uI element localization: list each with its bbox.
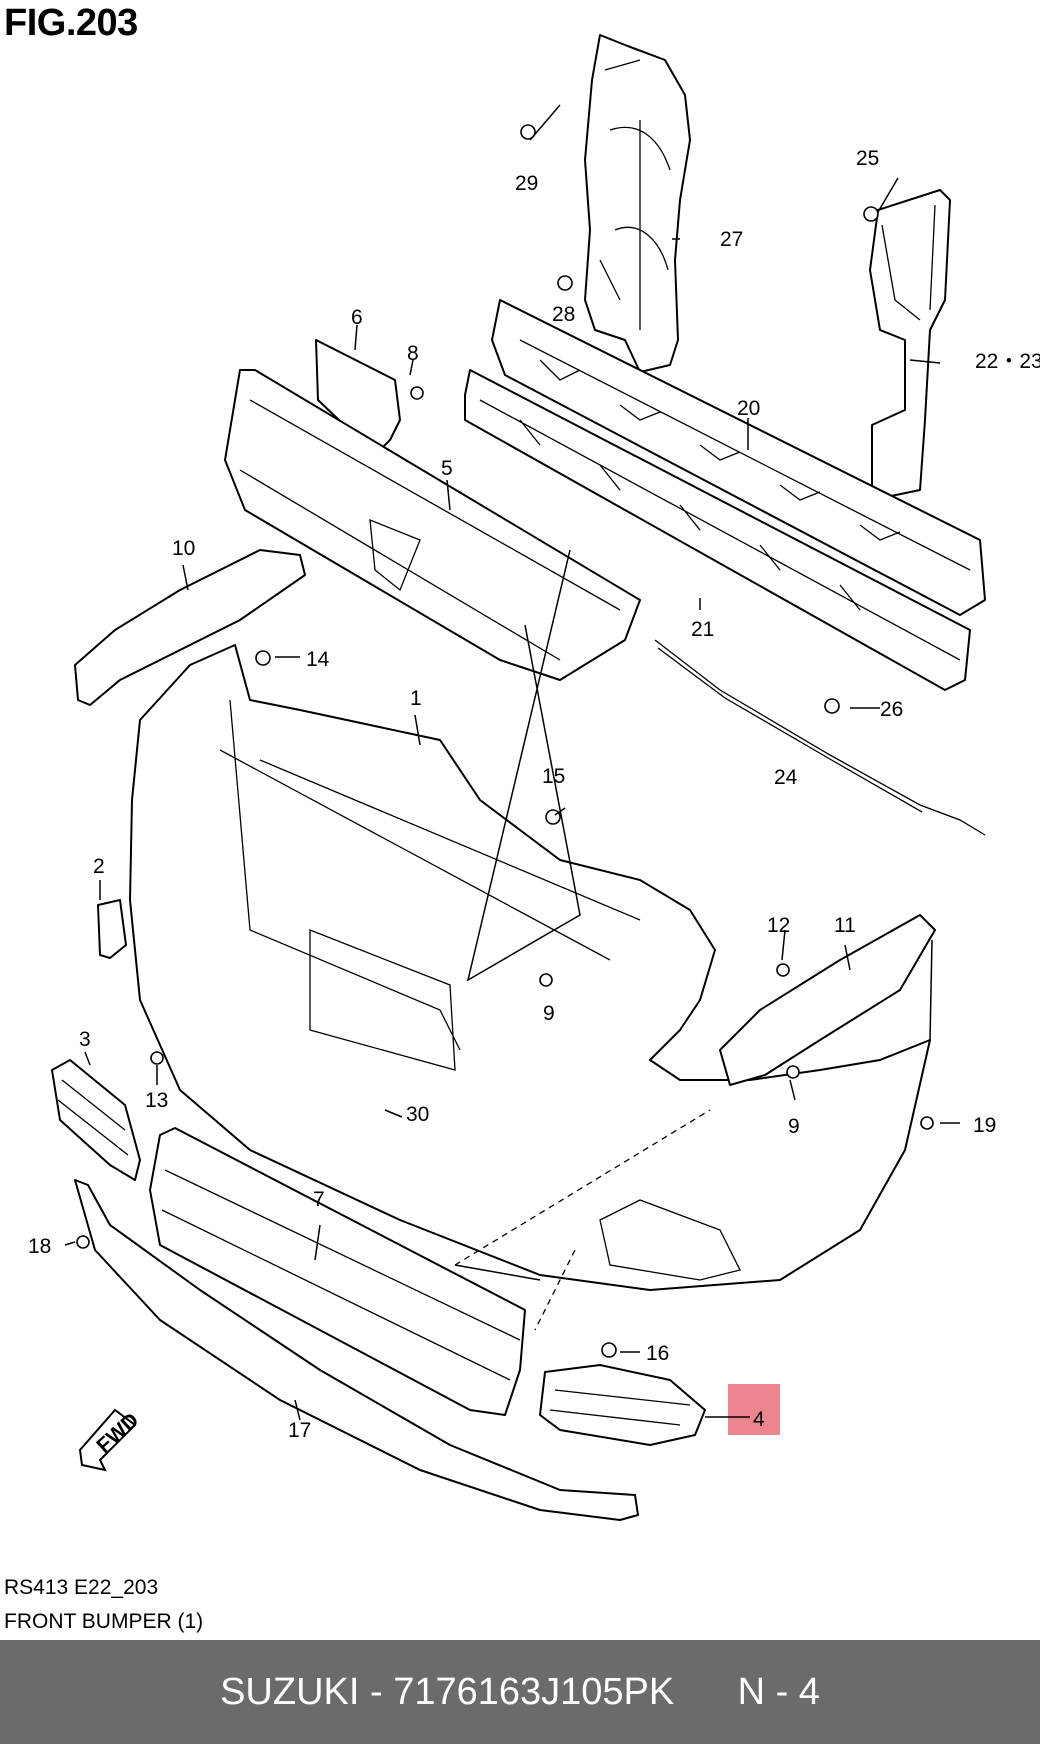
part-4-highlight[interactable]	[728, 1384, 780, 1435]
part-11-shape[interactable]	[719, 914, 936, 1086]
callout-6[interactable]: 6	[351, 306, 363, 329]
leader-lines	[64, 104, 960, 1421]
callout-27[interactable]: 27	[720, 228, 743, 251]
callout-8[interactable]: 8	[407, 342, 419, 365]
part-22-23-shape[interactable]	[869, 189, 951, 501]
callout-24[interactable]: 24	[774, 766, 798, 789]
callout-4[interactable]: 4	[753, 1408, 765, 1431]
callout-22-23[interactable]: 22・23	[975, 350, 1040, 373]
callout-17[interactable]: 17	[288, 1419, 311, 1442]
part-10-shape[interactable]	[74, 549, 306, 706]
part-17-shape[interactable]	[74, 1179, 639, 1521]
part-21-shape[interactable]	[464, 369, 971, 691]
callout-10[interactable]: 10	[172, 537, 195, 560]
callout-30[interactable]: 30	[406, 1103, 429, 1126]
callout-18[interactable]: 18	[28, 1235, 51, 1258]
part-2-shape[interactable]	[97, 899, 127, 959]
part-3-shape[interactable]	[51, 1059, 141, 1181]
callout-29[interactable]: 29	[515, 172, 538, 195]
part-number-bar: SUZUKI - 7176163J105PK N - 4	[0, 1640, 1040, 1744]
callout-1[interactable]: 1	[410, 687, 422, 710]
part-1-shape[interactable]	[129, 644, 931, 1291]
callout-14[interactable]: 14	[306, 648, 330, 671]
fasteners	[76, 124, 934, 1358]
callout-19[interactable]: 19	[973, 1114, 996, 1137]
figure-title: FIG.203	[4, 2, 138, 44]
part-27-shape[interactable]	[584, 34, 691, 373]
callout-25[interactable]: 25	[856, 147, 879, 170]
callout-12[interactable]: 12	[767, 914, 790, 937]
parts-diagram: FWD 29 27 28 25 22・23 20 21 6 8 5 10 14 …	[28, 34, 1040, 1521]
callout-15[interactable]: 15	[542, 765, 565, 788]
callout-2[interactable]: 2	[93, 855, 105, 878]
figure-code: RS413 E22_203	[4, 1576, 159, 1599]
part-4-shape[interactable]	[539, 1364, 706, 1446]
part-number-text: SUZUKI - 7176163J105PK N - 4	[220, 1670, 820, 1713]
callout-16[interactable]: 16	[646, 1342, 669, 1365]
callout-20[interactable]: 20	[737, 397, 760, 420]
callout-21[interactable]: 21	[691, 618, 714, 641]
part-5-shape[interactable]	[224, 369, 641, 681]
callout-3[interactable]: 3	[79, 1028, 91, 1051]
callout-26[interactable]: 26	[880, 698, 903, 721]
part-7-shape[interactable]	[149, 1127, 526, 1416]
figure-name: FRONT BUMPER (1)	[4, 1610, 204, 1633]
callout-7[interactable]: 7	[313, 1188, 325, 1211]
callout-28[interactable]: 28	[552, 303, 575, 326]
fwd-arrow-icon: FWD	[78, 1409, 143, 1472]
part-24-shape[interactable]	[654, 639, 986, 836]
callout-5[interactable]: 5	[441, 457, 453, 480]
callout-13[interactable]: 13	[145, 1089, 168, 1112]
callout-9-lower[interactable]: 9	[788, 1115, 800, 1138]
part-6-shape[interactable]	[315, 339, 401, 451]
part-20-shape[interactable]	[491, 299, 986, 616]
callout-11[interactable]: 11	[834, 914, 856, 937]
callout-9-upper[interactable]: 9	[543, 1002, 555, 1025]
